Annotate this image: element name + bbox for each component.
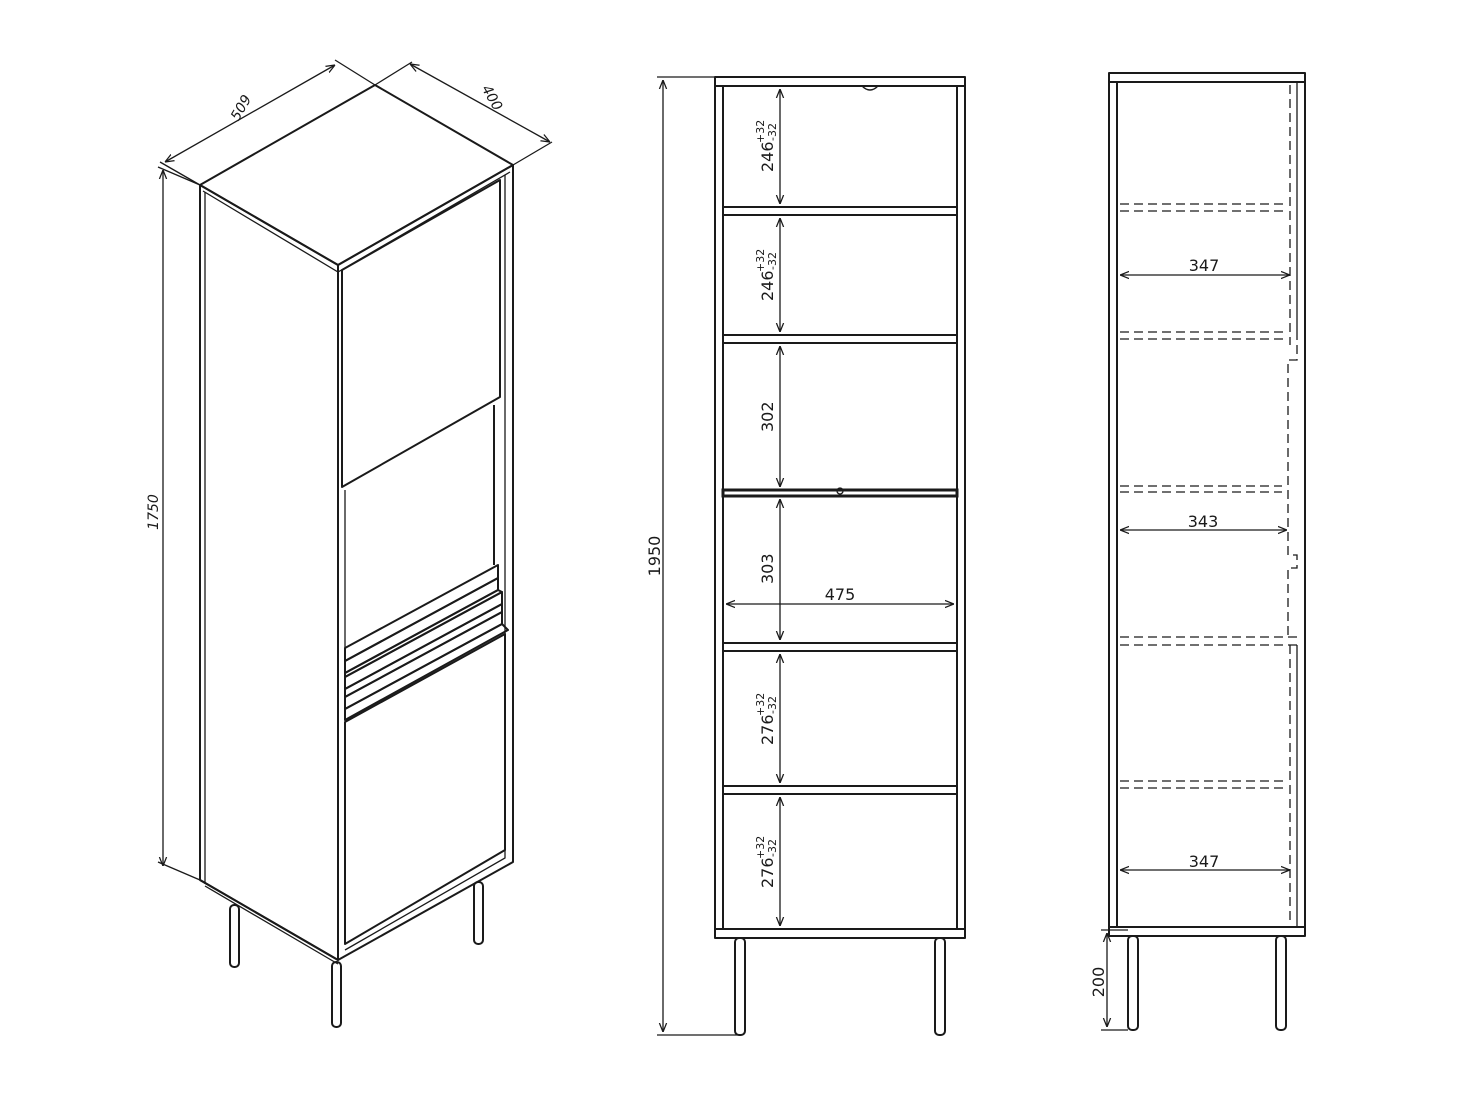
front-leg-left [734, 937, 746, 1036]
front-leg-right [934, 937, 946, 1036]
iso-slatted-drawer [344, 564, 509, 721]
iso-leg-3 [473, 881, 484, 945]
svg-text:-32: -32 [766, 696, 779, 714]
iso-bottom-edge [199, 879, 339, 961]
front-top-notch [861, 85, 879, 91]
front-total-height-label: 1950 [645, 536, 664, 577]
front-shelf-4 [722, 642, 958, 652]
iso-front-inner [344, 175, 506, 951]
svg-text:276: 276 [758, 857, 777, 888]
iso-bottom-edge-inner [204, 885, 339, 965]
side-dimension-depth-middle: 343 [1120, 512, 1287, 531]
svg-text:246: 246 [758, 270, 777, 301]
side-top-panel [1108, 72, 1306, 83]
compartment-2-label: 246 +32 -32 [754, 249, 779, 301]
svg-text:302: 302 [758, 401, 777, 432]
front-bottom-panel [714, 928, 966, 939]
side-middle-profile [1287, 345, 1298, 640]
front-right-panel [956, 85, 966, 930]
iso-height-label: 1750 [146, 494, 162, 530]
svg-text:+32: +32 [754, 693, 767, 716]
side-bottom-panel [1108, 926, 1306, 937]
front-shelf-1 [722, 206, 958, 216]
front-shelf-5 [722, 785, 958, 795]
side-depth-upper-label: 347 [1189, 256, 1220, 275]
front-dimension-inner-width: 475 [726, 585, 954, 604]
iso-width-label: 509 [228, 92, 255, 123]
front-shelf-2 [722, 334, 958, 344]
iso-top-edge [202, 171, 511, 273]
front-view: 1950 246 +32 -32 246 +32 -32 302 [645, 76, 966, 1036]
compartment-5-label: 276 +32 -32 [754, 693, 779, 745]
svg-text:-32: -32 [766, 123, 779, 141]
side-depth-lower-label: 347 [1189, 852, 1220, 871]
side-dashed-shelves [1120, 203, 1300, 789]
front-dimension-total-height: 1950 [645, 76, 740, 1036]
iso-depth-label: 400 [478, 82, 505, 113]
iso-leg-2 [331, 961, 342, 1028]
svg-text:-32: -32 [766, 252, 779, 270]
iso-dimension-height: 1750 [146, 166, 201, 881]
side-leg-back [1127, 935, 1139, 1031]
side-view: 347 343 347 200 [1089, 72, 1306, 1031]
side-depth-middle-label: 343 [1188, 512, 1219, 531]
side-leg-front [1275, 935, 1287, 1031]
side-dimension-depth-lower: 347 [1120, 852, 1290, 871]
side-back-panel [1108, 81, 1118, 928]
svg-text:-32: -32 [766, 839, 779, 857]
side-leg-height-label: 200 [1089, 967, 1108, 998]
iso-dimension-depth: 400 [374, 61, 553, 166]
svg-text:246: 246 [758, 141, 777, 172]
isometric-view: 1750 509 400 [146, 59, 553, 1028]
front-left-panel [714, 85, 724, 930]
svg-text:276: 276 [758, 714, 777, 745]
iso-side-panel [199, 184, 339, 961]
side-dimension-leg-height: 200 [1089, 929, 1128, 1031]
svg-text:+32: +32 [754, 120, 767, 143]
iso-lower-door [344, 633, 506, 945]
front-compartment-dimensions: 246 +32 -32 246 +32 -32 302 303 276 +32 … [754, 89, 780, 926]
front-shelf-3-pin [836, 487, 844, 495]
compartment-6-label: 276 +32 -32 [754, 836, 779, 888]
side-dimension-depth-upper: 347 [1120, 256, 1290, 275]
iso-upper-door [341, 179, 501, 488]
svg-text:+32: +32 [754, 249, 767, 272]
compartment-4-label: 303 [758, 553, 777, 584]
svg-text:+32: +32 [754, 836, 767, 859]
compartment-3-label: 302 [758, 401, 777, 432]
compartment-1-label: 246 +32 -32 [754, 120, 779, 172]
iso-dimension-width: 509 [159, 59, 376, 186]
front-inner-width-label: 475 [825, 585, 856, 604]
front-shelf-3 [721, 488, 959, 498]
iso-front-frame [337, 164, 514, 961]
svg-text:303: 303 [758, 553, 777, 584]
front-top-panel [714, 76, 966, 87]
iso-leg-1 [229, 904, 240, 968]
